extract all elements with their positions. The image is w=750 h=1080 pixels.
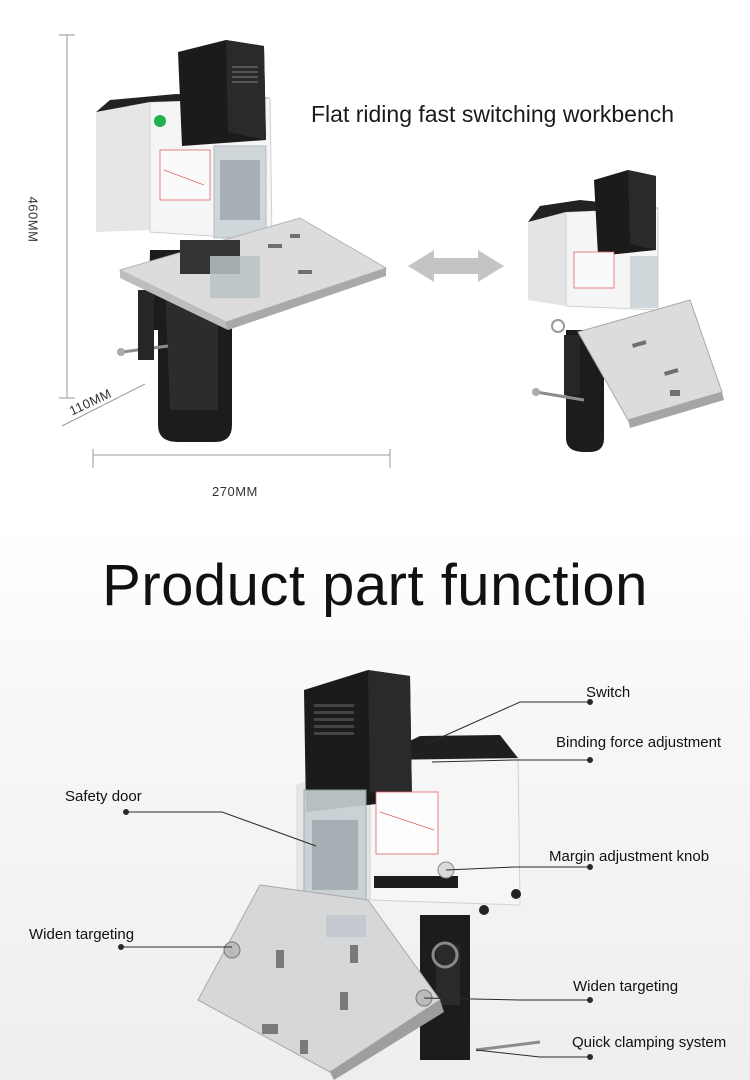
label-binding-force: Binding force adjustment bbox=[556, 734, 722, 751]
label-margin-knob: Margin adjustment knob bbox=[549, 848, 710, 865]
headline: Flat riding fast switching workbench bbox=[311, 101, 675, 127]
label-quick-clamping: Quick clamping system bbox=[572, 1034, 727, 1051]
stapler-flat-mode bbox=[96, 40, 388, 442]
label-safety-door: Safety door bbox=[65, 788, 142, 805]
dimension-lines bbox=[59, 34, 391, 468]
height-dimension-label: 460MM bbox=[25, 196, 41, 243]
callout-lines bbox=[118, 699, 593, 1060]
label-widen-targeting-right: Widen targeting bbox=[573, 978, 679, 995]
stapler-parts-diagram bbox=[197, 670, 541, 1080]
switch-arrow-icon bbox=[408, 250, 504, 282]
stapler-riding-mode bbox=[528, 170, 724, 452]
label-switch: Switch bbox=[586, 684, 631, 701]
section-title: Product part function bbox=[102, 553, 648, 618]
label-widen-targeting-left: Widen targeting bbox=[29, 926, 135, 943]
width-dimension-label: 270MM bbox=[212, 484, 258, 499]
